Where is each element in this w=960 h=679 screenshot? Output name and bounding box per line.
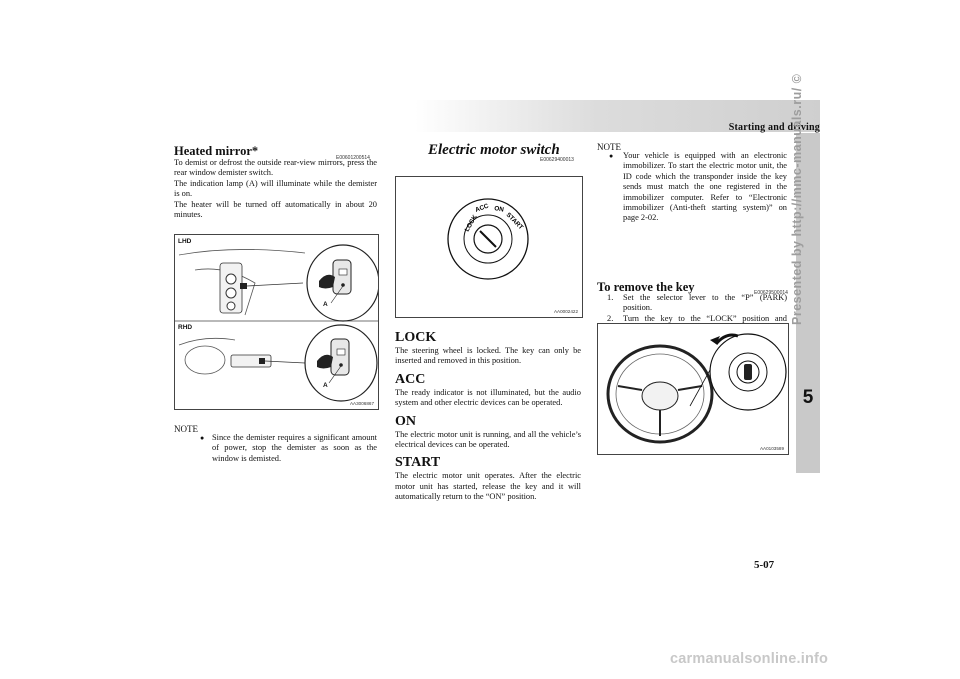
- key-removal-illustration: [606, 333, 787, 444]
- step-text: Set the selector lever to the “P” (PARK)…: [623, 293, 787, 313]
- step-number: 2.: [607, 313, 614, 323]
- remove-key-heading: To remove the key: [597, 280, 695, 294]
- position-text: The ready indicator is not illuminated, …: [395, 387, 581, 408]
- paragraph: The indication lamp (A) will illuminate …: [174, 178, 377, 199]
- figure-code: AA0103589: [759, 446, 784, 451]
- callout-a: A: [323, 382, 328, 389]
- ring-on: ON: [494, 205, 505, 214]
- bullet-icon: ●: [609, 152, 614, 160]
- position-title: START: [395, 455, 441, 471]
- note-label: NOTE: [597, 142, 621, 152]
- ignition-figure: LOCK ACC ON START AA0002422: [395, 176, 583, 318]
- electric-motor-switch-code: E00629400013: [540, 157, 574, 163]
- rhd-label: RHD: [178, 324, 193, 331]
- note-label: NOTE: [174, 424, 198, 434]
- position-title: ACC: [395, 371, 426, 387]
- position-title: LOCK: [395, 330, 437, 345]
- position-text: The electric motor unit operates. After …: [395, 471, 581, 502]
- step-number: 1.: [607, 293, 614, 302]
- paragraph: To demist or defrost the outside rear-vi…: [174, 158, 377, 178]
- page-number: 5-07: [754, 559, 775, 571]
- chapter-number: 5: [802, 387, 814, 408]
- section-title: Starting and driving: [728, 122, 820, 133]
- remove-key-code: E00629500014: [754, 290, 788, 296]
- paragraph: The heater will be turned off automatica…: [174, 199, 377, 220]
- demister-illustration: [175, 244, 378, 402]
- figure-code: AA3006867: [349, 401, 374, 406]
- note-text: Since the demister requires a significan…: [212, 433, 377, 463]
- heated-mirror-text: To demist or defrost the outside rear-vi…: [174, 158, 377, 220]
- switch-positions: LOCK The steering wheel is locked. The k…: [395, 330, 581, 503]
- footer-brand: carmanualsonline.info: [670, 651, 829, 667]
- position-title: ON: [395, 413, 416, 429]
- lhd-label: LHD: [178, 238, 192, 245]
- demister-figure: LHD RHD A A AA3006867: [174, 234, 379, 410]
- heated-mirror-heading: Heated mirror*: [174, 144, 259, 158]
- header-bar: [415, 100, 820, 132]
- heated-mirror-code: E00601200514: [336, 155, 370, 161]
- watermark: Presented by http://mmc-manuals.ru/ ©: [790, 73, 804, 325]
- callout-a: A: [323, 301, 328, 308]
- ignition-illustration: LOCK ACC ON START: [447, 198, 529, 280]
- figure-code: AA0002422: [553, 309, 578, 314]
- note-text: Your vehicle is equipped with an electro…: [623, 151, 787, 223]
- step-item: 1. Set the selector lever to the “P” (PAR…: [607, 293, 787, 314]
- chapter-tab: [796, 133, 820, 473]
- position-text: The steering wheel is locked. The key ca…: [395, 346, 581, 366]
- electric-motor-switch-heading: Electric motor switch: [428, 142, 560, 158]
- position-text: The electric motor unit is running, and …: [395, 429, 581, 450]
- ring-acc: ACC: [474, 202, 490, 213]
- key-removal-figure: AA0103589: [597, 323, 789, 455]
- bullet-icon: ●: [200, 434, 205, 442]
